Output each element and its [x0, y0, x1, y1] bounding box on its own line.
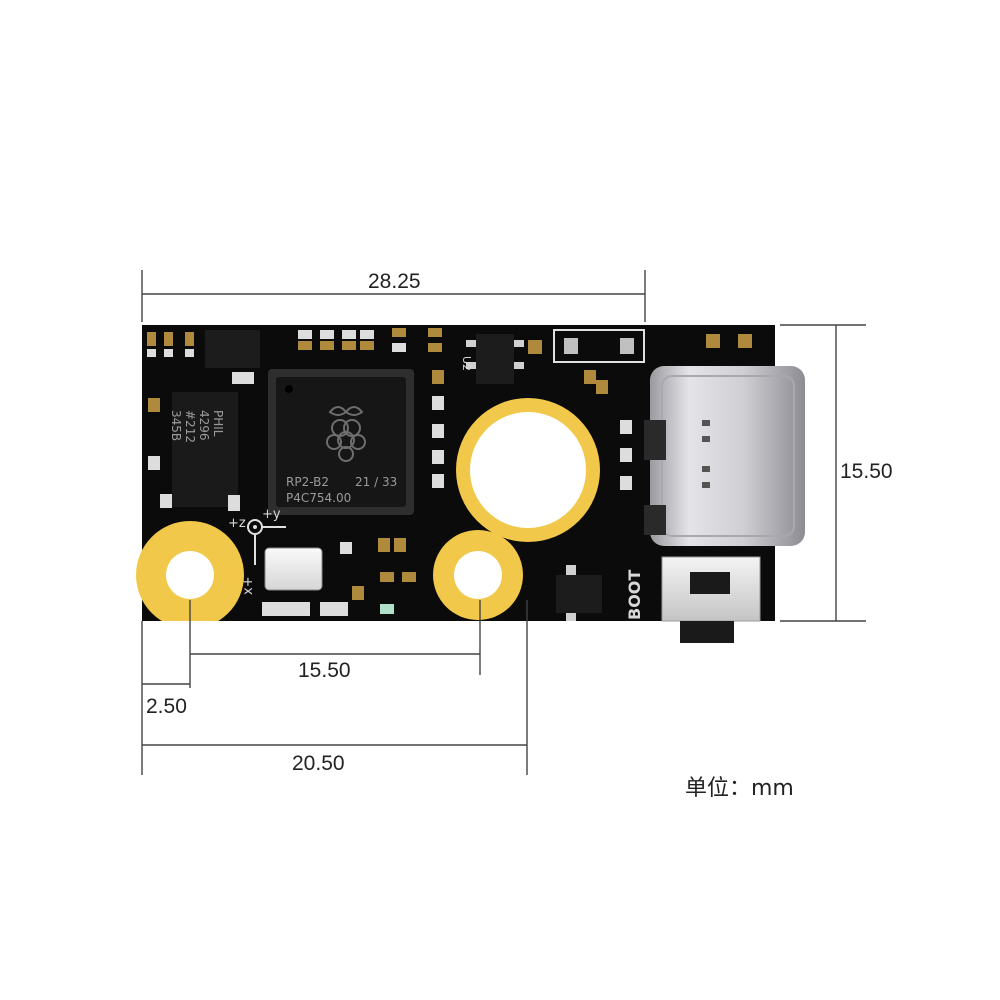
- flash-chip: PHIL 4296 #212 345B: [169, 392, 238, 507]
- unit-label: 单位：mm: [685, 776, 794, 801]
- flash-chip-text-2: 4296: [197, 410, 211, 441]
- regulator-chip: [205, 330, 260, 368]
- dimension-lines: [141, 270, 866, 775]
- axis-indicator: +z +y x+: [228, 507, 286, 595]
- mcu-chip: RP2-B2 21 / 33 P4C754.00: [268, 369, 414, 515]
- flash-chip-text-4: 345B: [169, 410, 183, 441]
- axis-x-label: x+: [241, 576, 256, 595]
- mounting-hole-left: [136, 521, 244, 629]
- raspberry-logo-icon: [326, 406, 366, 462]
- axis-y-label: +y: [262, 507, 281, 522]
- boot-label: BOOT: [625, 570, 644, 620]
- dim-top-width: 28.25: [368, 270, 421, 293]
- flash-chip-text-3: #212: [183, 410, 197, 443]
- flash-chip-text-1: PHIL: [211, 410, 225, 437]
- u2-label: U2: [460, 356, 473, 371]
- mcu-text-line3: P4C754.00: [286, 491, 351, 505]
- diode-component: [553, 329, 645, 363]
- mounting-hole-center: [433, 530, 523, 620]
- u2-component: U2: [460, 334, 524, 384]
- mounting-hole-large: [456, 398, 600, 542]
- dim-hole-spacing: 15.50: [298, 659, 351, 682]
- crystal-oscillator: [264, 547, 323, 591]
- dim-left-offset: 2.50: [146, 695, 187, 718]
- transistor-component: [556, 565, 602, 621]
- boot-button: BOOT: [625, 556, 761, 643]
- smd-passives: [147, 328, 752, 616]
- axis-z-label: +z: [228, 516, 246, 531]
- mcu-text-line1: RP2-B2: [286, 475, 329, 489]
- usb-c-connector: [644, 366, 805, 546]
- mcu-text-line2: 21 / 33: [355, 475, 397, 489]
- dim-right-height: 15.50: [840, 460, 893, 483]
- dim-bottom-width: 20.50: [292, 752, 345, 775]
